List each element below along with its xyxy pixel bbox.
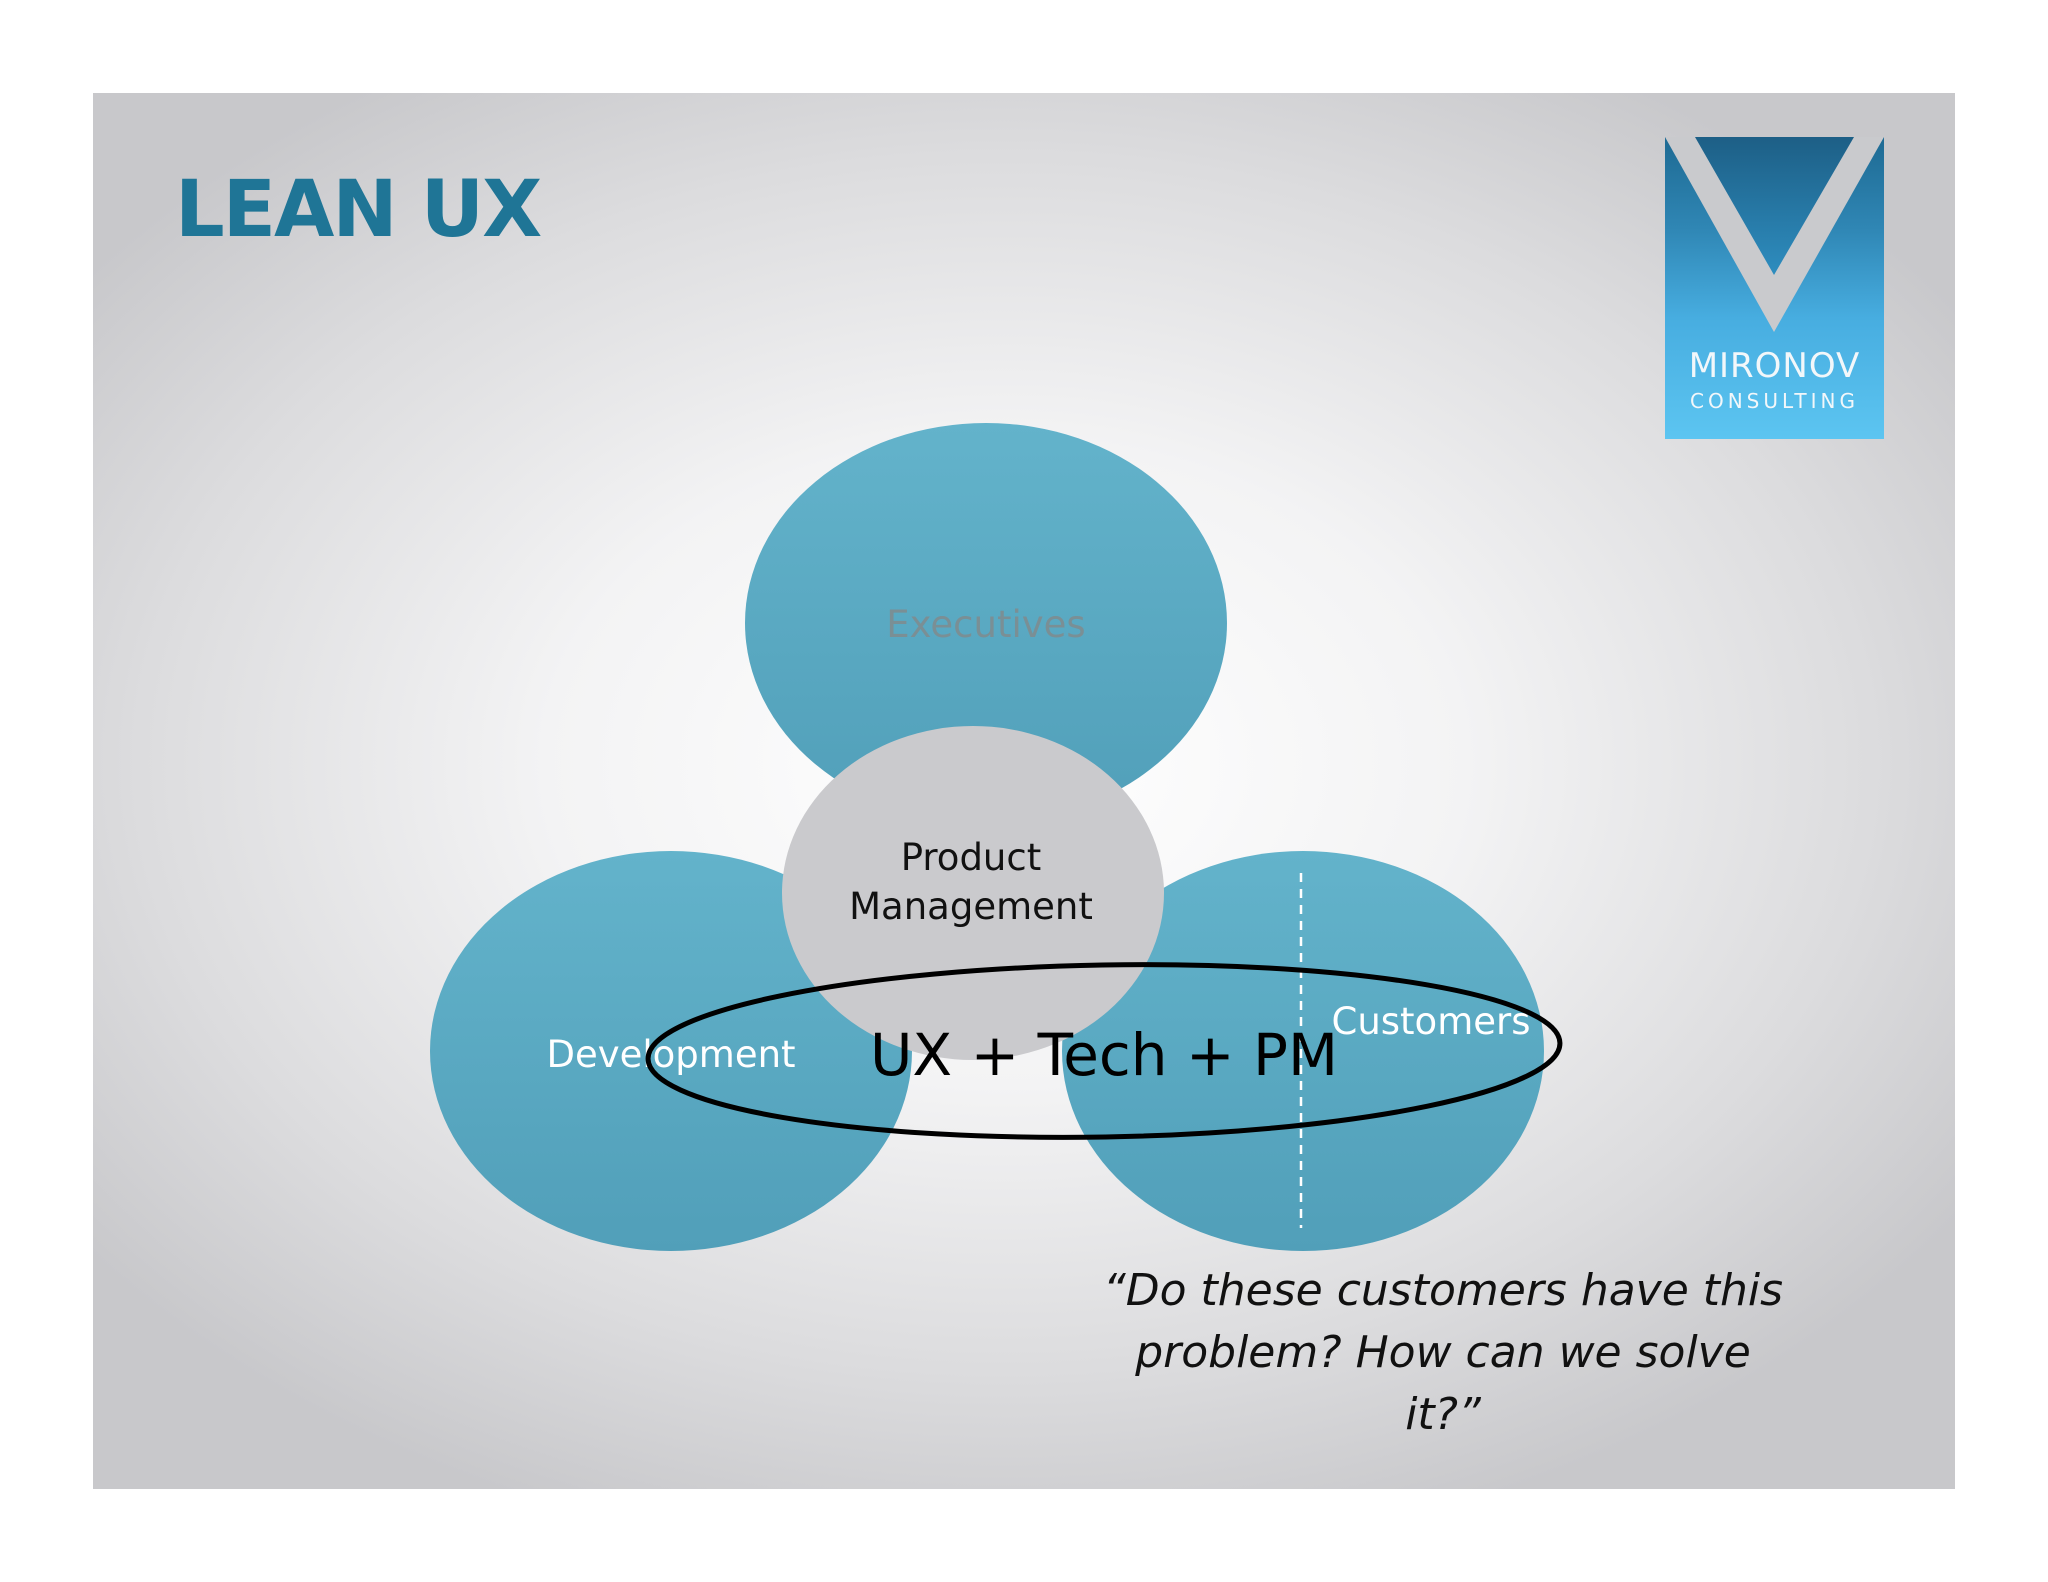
customers-label: Customers (1331, 1000, 1530, 1043)
development-label: Development (546, 1033, 795, 1076)
customers-circle (1062, 851, 1544, 1251)
logo-subtitle: CONSULTING (1690, 389, 1859, 413)
product-management-label-line-1: Product (901, 836, 1041, 879)
quote: “Do these customers have this problem? H… (1093, 1260, 1793, 1446)
logo-name: MIRONOV (1688, 346, 1861, 386)
executives-label: Executives (886, 603, 1085, 646)
company-logo: MIRONOV CONSULTING (1665, 137, 1884, 439)
venn-diagram: Executives Development Customers Product… (430, 423, 1563, 1251)
v-chevron-icon (1665, 137, 1884, 332)
quote-line-1: “Do these customers have this (1102, 1265, 1784, 1316)
slide: LEAN UX MIRONOV CONSULTING Ex (93, 93, 1955, 1489)
product-management-label-line-2: Management (849, 885, 1093, 928)
slide-title: LEAN UX (175, 165, 542, 255)
executives-circle (745, 423, 1227, 823)
product-management-circle (782, 726, 1164, 1060)
highlight-ellipse (645, 962, 1563, 1140)
highlight-label: UX + Tech + PM (870, 1021, 1338, 1089)
development-circle (430, 851, 912, 1251)
quote-line-2: problem? How can we solve it?” (1135, 1327, 1751, 1440)
